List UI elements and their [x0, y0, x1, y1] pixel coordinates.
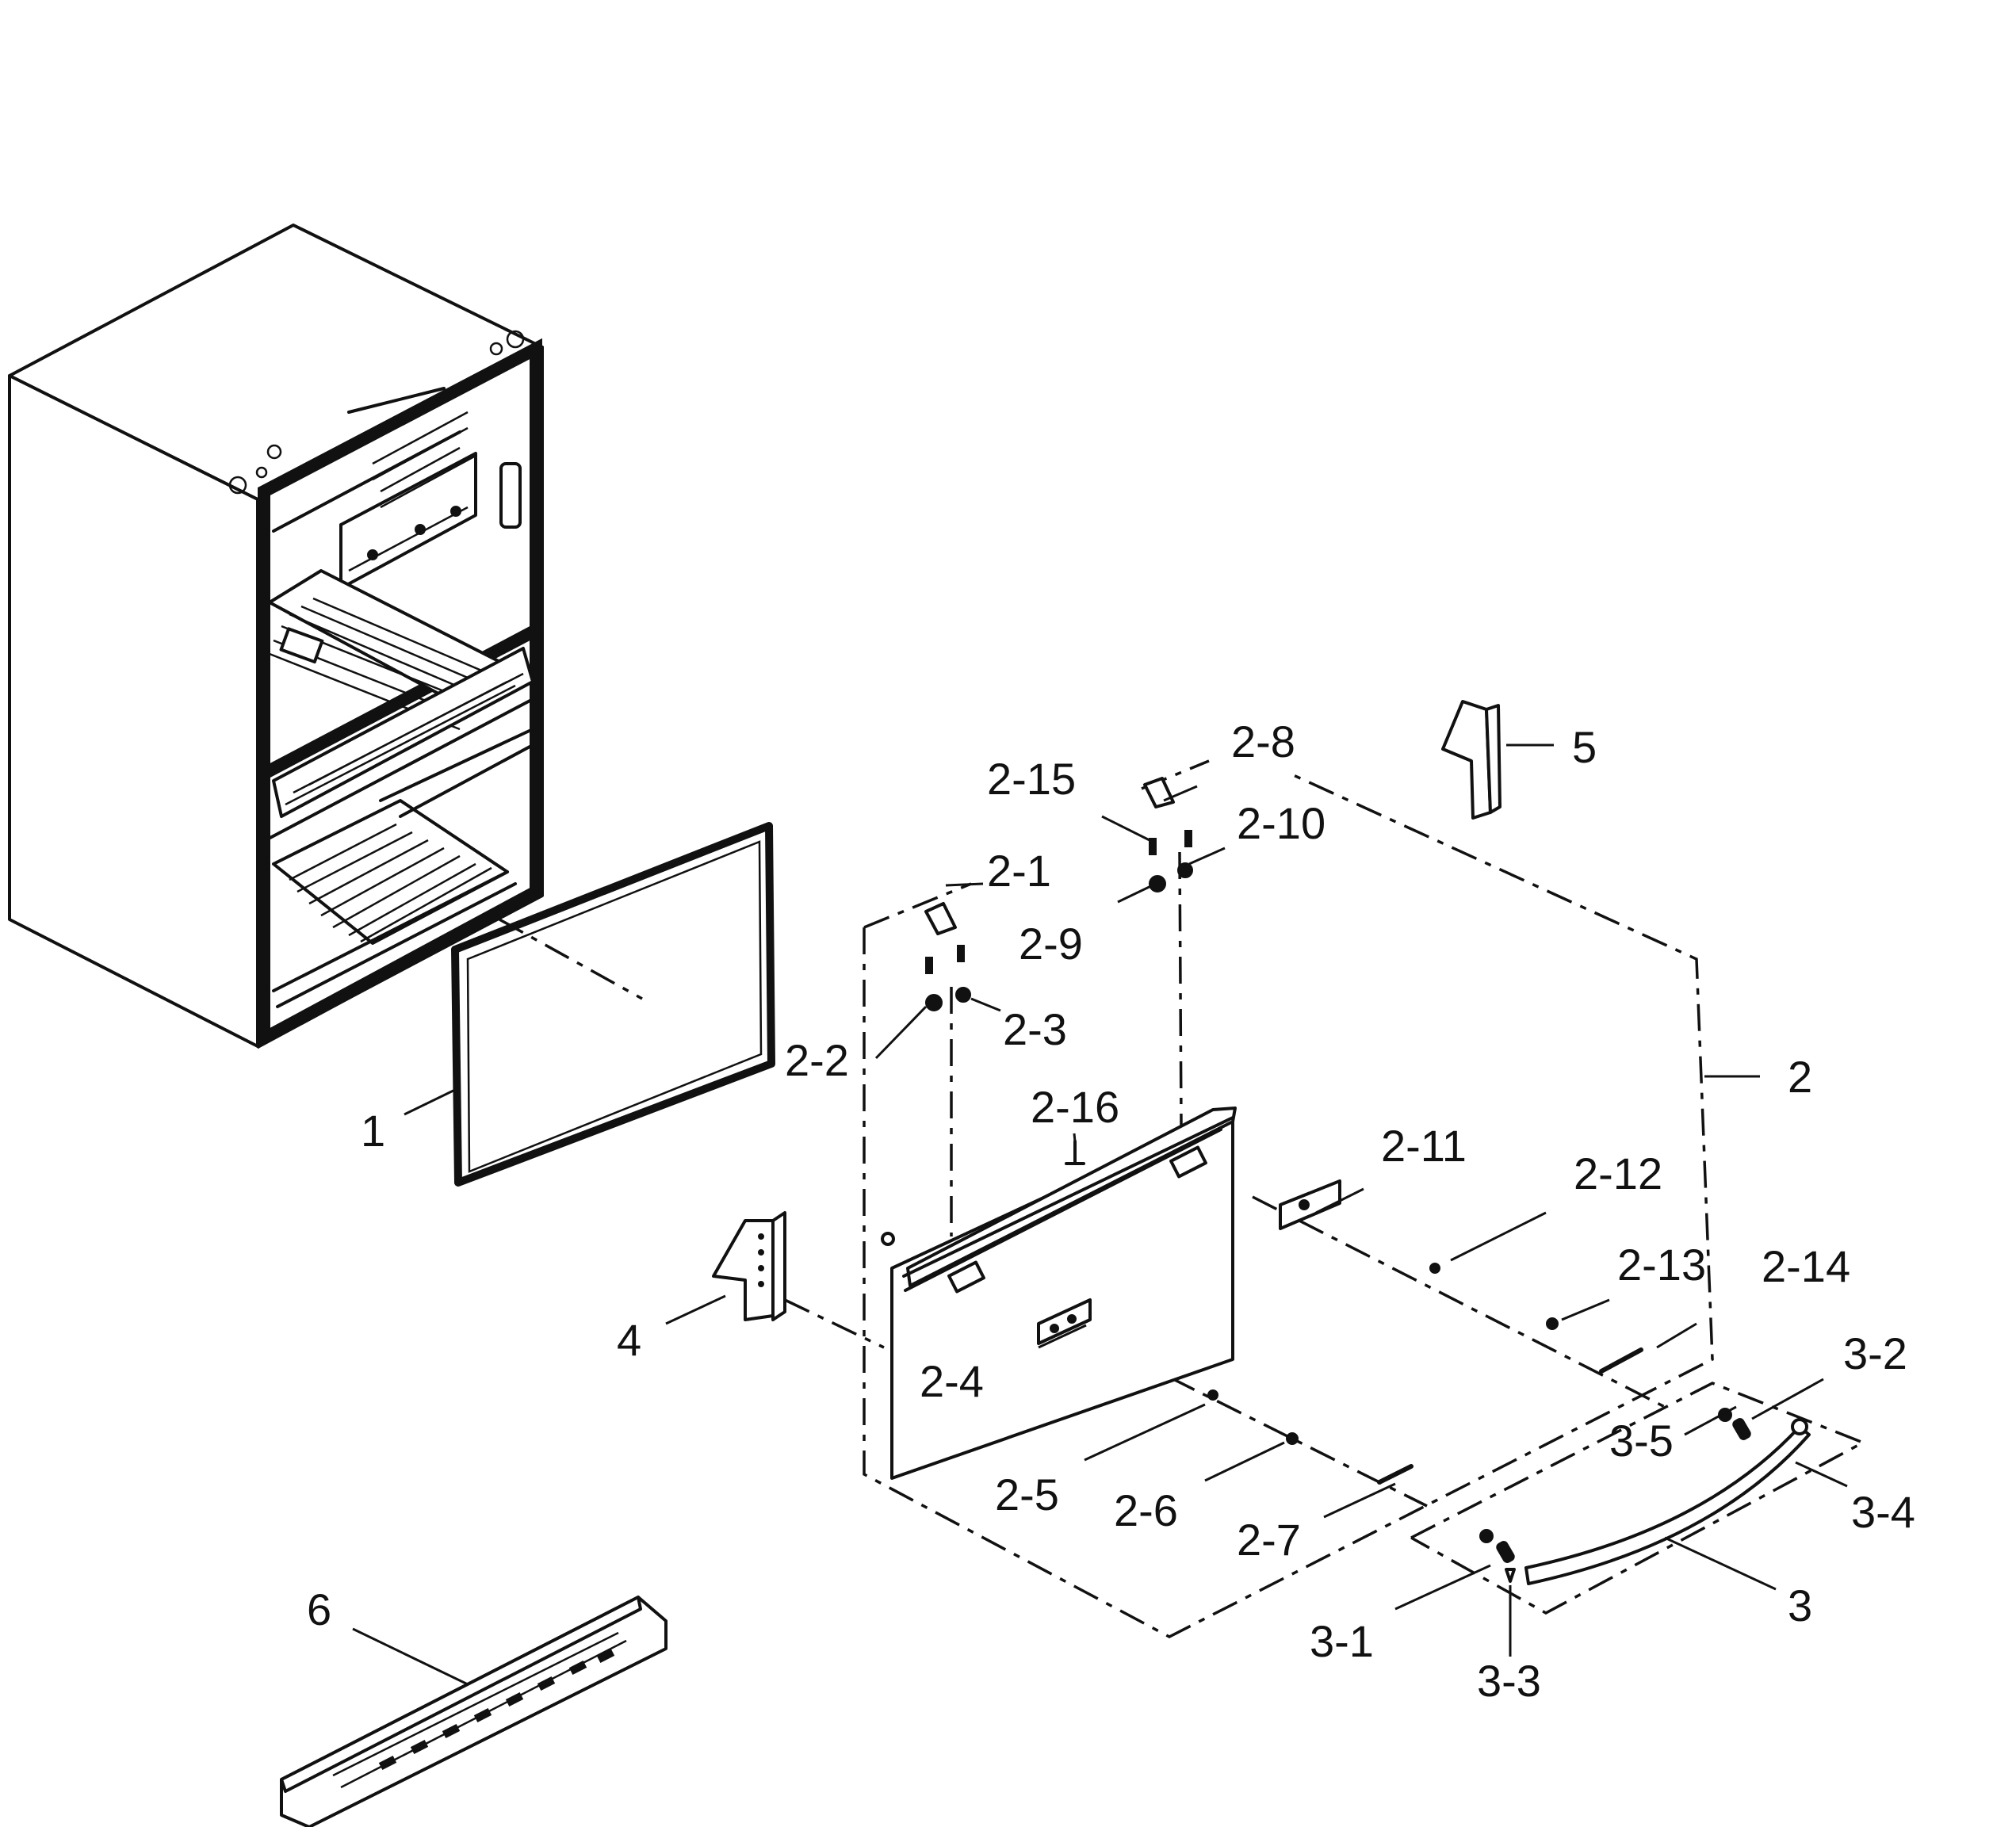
- callout-labels: 1 2 2-1 2-2 2-3 2-4 2-5 2-6 2-7 2-8 2-9 …: [307, 717, 1915, 1706]
- callout-2: 2: [1788, 1052, 1812, 1102]
- callout-3-5: 3-5: [1609, 1416, 1674, 1466]
- refrigerator-cabinet: [8, 224, 544, 1049]
- callout-2-2: 2-2: [785, 1035, 849, 1085]
- callout-2-9: 2-9: [1019, 919, 1083, 969]
- callout-2-8: 2-8: [1231, 717, 1295, 766]
- callout-2-13: 2-13: [1617, 1240, 1706, 1290]
- right-rail: [1441, 700, 1501, 820]
- callout-6: 6: [307, 1584, 331, 1634]
- callout-2-4: 2-4: [920, 1356, 984, 1406]
- bin-cover: [280, 1596, 668, 1827]
- callout-2-15: 2-15: [987, 754, 1076, 804]
- callout-4: 4: [617, 1315, 641, 1365]
- callout-2-1: 2-1: [987, 846, 1051, 896]
- callout-2-5: 2-5: [995, 1470, 1059, 1519]
- hinge-hardware: [924, 777, 1643, 1485]
- callout-2-7: 2-7: [1237, 1515, 1301, 1565]
- callout-2-16: 2-16: [1031, 1082, 1119, 1132]
- handle-assembly: [1410, 1382, 1867, 1615]
- callout-2-10: 2-10: [1237, 798, 1326, 848]
- callout-5: 5: [1572, 722, 1597, 772]
- callout-2-14: 2-14: [1762, 1241, 1850, 1291]
- callout-2-12: 2-12: [1574, 1149, 1662, 1198]
- callout-2-11: 2-11: [1381, 1121, 1467, 1171]
- door-gasket: [451, 822, 775, 1187]
- callout-3-1: 3-1: [1310, 1616, 1374, 1666]
- callout-3-2: 3-2: [1843, 1328, 1907, 1378]
- callout-3-4: 3-4: [1851, 1487, 1915, 1537]
- freezer-door: [881, 1107, 1237, 1480]
- leader-lines: [352, 743, 1848, 1686]
- callout-2-3: 2-3: [1003, 1004, 1067, 1054]
- left-rail: [712, 1211, 786, 1321]
- callout-2-6: 2-6: [1114, 1485, 1178, 1535]
- callout-3-3: 3-3: [1477, 1656, 1541, 1706]
- callout-3: 3: [1788, 1580, 1812, 1630]
- callout-1: 1: [361, 1106, 385, 1156]
- door-assembly-box: [784, 759, 1714, 1638]
